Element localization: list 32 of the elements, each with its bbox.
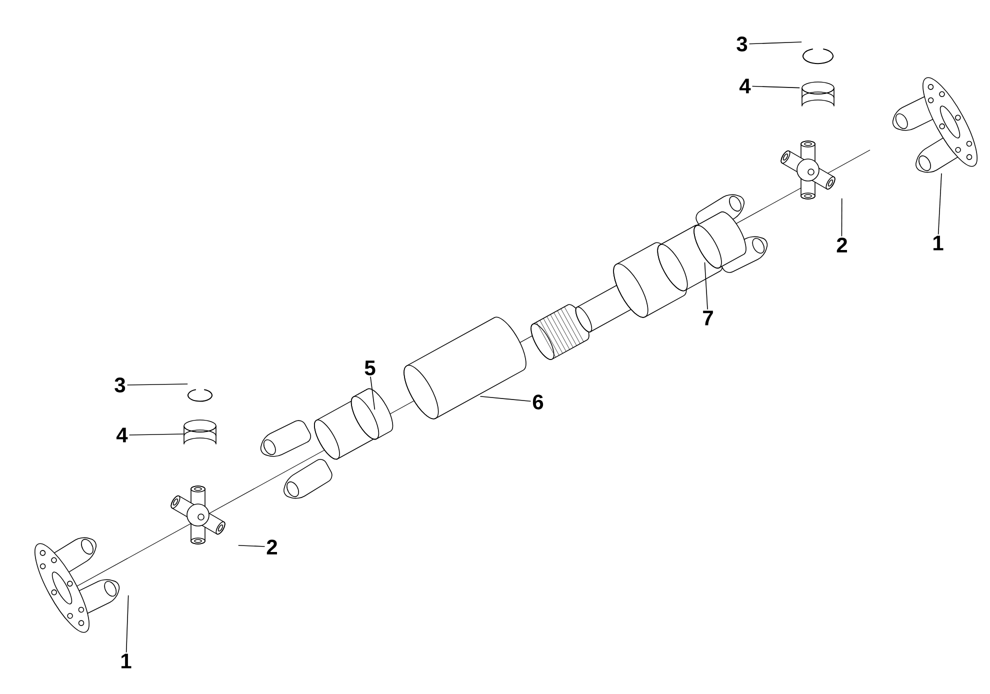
- callout-number: 7: [703, 310, 713, 326]
- callout-number: 3: [736, 36, 748, 52]
- flange-yoke-drawing: [892, 77, 978, 173]
- leader-line: [752, 86, 800, 88]
- slip-yoke-drawing: [657, 194, 768, 292]
- callout-number: 4: [739, 78, 751, 94]
- callout-number: 1: [934, 236, 944, 250]
- cross-drawing: [780, 140, 836, 200]
- yoke-drawing: [260, 388, 394, 499]
- callout-number: 4: [116, 428, 128, 442]
- callout-number: 1: [121, 654, 132, 668]
- leader-line: [480, 396, 532, 402]
- snap-ring-drawing: [802, 48, 834, 64]
- bearing-cap-drawing: [184, 420, 216, 444]
- callout-number: 2: [266, 540, 277, 554]
- cross-drawing: [170, 486, 226, 544]
- bearing-cap-drawing: [802, 82, 834, 106]
- leader-line: [238, 545, 266, 547]
- callout-number: 2: [836, 238, 847, 252]
- leader-line: [748, 42, 802, 44]
- leader-line: [841, 198, 842, 237]
- snap-ring-drawing: [188, 389, 212, 402]
- callout-number: 6: [532, 394, 544, 410]
- callout-number: 5: [364, 360, 376, 376]
- leader-line: [126, 384, 188, 386]
- flange-yoke-drawing: [34, 537, 120, 633]
- leader-line: [128, 434, 184, 436]
- leader-line: [126, 595, 129, 653]
- tube-drawing: [404, 316, 526, 420]
- callout-number: 3: [114, 378, 126, 392]
- leader-line: [704, 262, 708, 310]
- leader-line: [938, 173, 942, 235]
